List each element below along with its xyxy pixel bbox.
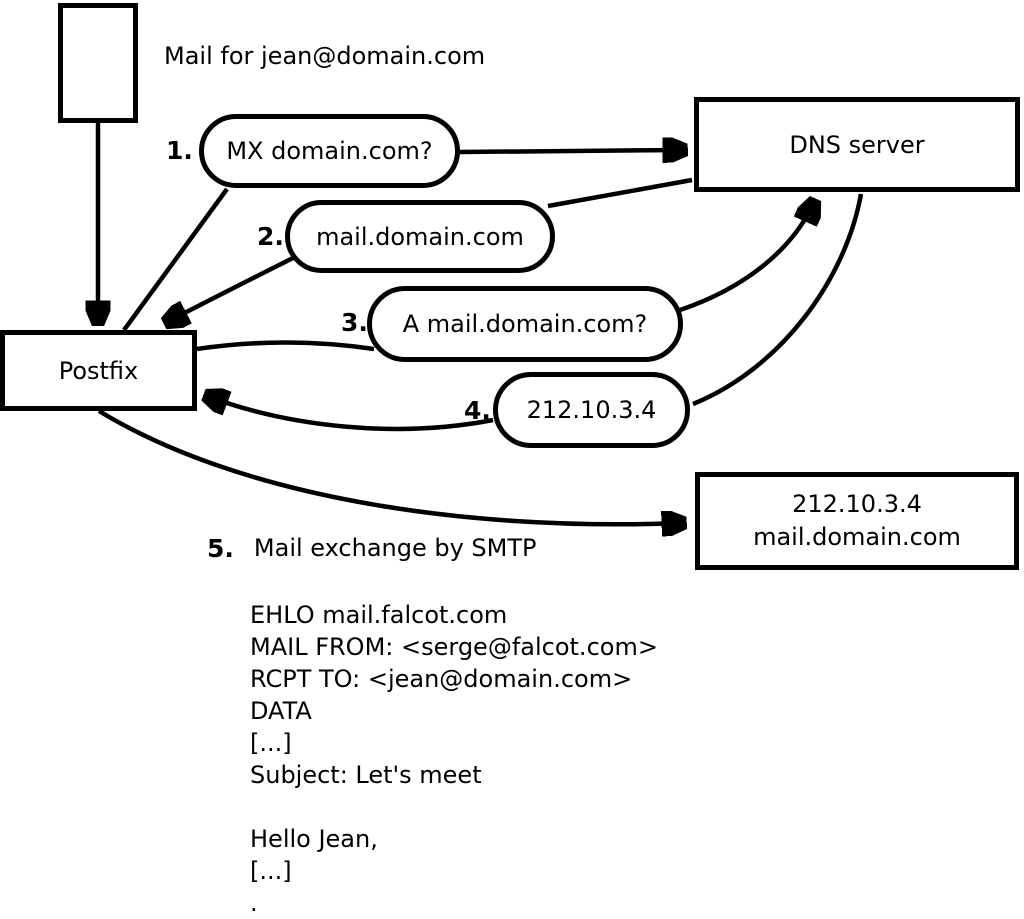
line-postfix-to-query1: [122, 187, 229, 332]
dns-server-node: DNS server: [694, 97, 1020, 192]
postfix-label: Postfix: [58, 356, 139, 385]
smtp-session-line: [250, 791, 658, 823]
step2-number: 2.: [257, 222, 284, 251]
step3-number: 3.: [341, 308, 368, 337]
step1-number: 1.: [166, 136, 193, 165]
arrow-reply2-to-postfix: [167, 254, 297, 322]
step4-reply-label: 212.10.3.4: [526, 396, 657, 424]
smtp-session-line: MAIL FROM: <serge@falcot.com>: [250, 633, 658, 661]
smtp-session-line: RCPT TO: <jean@domain.com>: [250, 665, 633, 693]
smtp-session-line: Hello Jean,: [250, 825, 378, 853]
arrow-reply4-to-postfix: [207, 396, 494, 432]
mailserver-label: 212.10.3.4 mail.domain.com: [753, 488, 961, 554]
smtp-session-line: .: [250, 889, 258, 917]
step3-query-pill: A mail.domain.com?: [367, 286, 683, 362]
step2-reply-pill: mail.domain.com: [285, 200, 555, 273]
step1-query-pill: MX domain.com?: [199, 114, 460, 188]
arrow-query1-to-dns: [458, 150, 684, 152]
line-dns-to-reply2: [547, 177, 693, 209]
step1-query-label: MX domain.com?: [226, 137, 433, 165]
arrow-postfix-to-mailserver: [97, 409, 683, 524]
smtp-session-line: DATA: [250, 697, 312, 725]
dns-server-label: DNS server: [789, 130, 925, 159]
smtp-session-line: Subject: Let's meet: [250, 761, 482, 789]
step5-caption: 5. Mail exchange by SMTP: [207, 534, 537, 563]
step5-number: 5.: [207, 534, 234, 563]
mail-message-node: [58, 3, 138, 123]
step3-query-label: A mail.domain.com?: [402, 310, 648, 338]
mailserver-node: 212.10.3.4 mail.domain.com: [695, 472, 1019, 570]
step4-reply-pill: 212.10.3.4: [493, 372, 690, 448]
line-postfix-to-query3: [196, 340, 375, 352]
arrow-query3-to-dns: [679, 202, 814, 313]
smtp-session-line: [...]: [250, 729, 292, 757]
postfix-node: Postfix: [0, 330, 197, 411]
step5-label: Mail exchange by SMTP: [253, 534, 537, 562]
mailserver-ip: 212.10.3.4: [792, 490, 922, 518]
step4-number: 4.: [464, 396, 491, 425]
line-dns-to-reply4: [692, 193, 864, 407]
smtp-session-line: [...]: [250, 857, 292, 885]
mailserver-hostname: mail.domain.com: [753, 523, 961, 551]
smtp-session-line: EHLO mail.falcot.com: [250, 601, 508, 629]
mail-caption: Mail for jean@domain.com: [164, 42, 486, 70]
step2-reply-label: mail.domain.com: [316, 222, 524, 251]
